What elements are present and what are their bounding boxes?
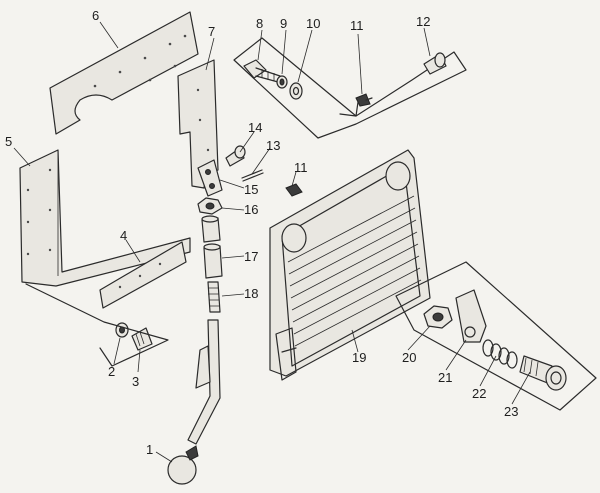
callout-frame-8-12	[233, 37, 467, 139]
part-4-strip	[99, 241, 187, 309]
part-7-bracket	[177, 59, 219, 189]
part-19-grille	[269, 149, 431, 381]
part-18-rod	[207, 281, 221, 313]
label-12: 12	[416, 14, 430, 29]
label-20: 20	[402, 350, 416, 365]
part-1-lever	[167, 319, 221, 485]
label-2: 2	[108, 364, 115, 379]
label-10: 10	[306, 16, 320, 31]
label-16: 16	[244, 202, 258, 217]
callout-frame-20-23	[395, 261, 597, 411]
label-22: 22	[472, 386, 486, 401]
part-9-washer	[276, 75, 288, 89]
part-15-yoke	[197, 159, 223, 197]
label-19: 19	[352, 350, 366, 365]
label-17: 17	[244, 249, 258, 264]
part-10-washer	[289, 82, 303, 100]
label-3: 3	[132, 374, 139, 389]
label-6: 6	[92, 8, 99, 23]
label-8: 8	[256, 16, 263, 31]
label-1: 1	[146, 442, 153, 457]
label-13: 13	[266, 138, 280, 153]
part-11-clip-lower	[285, 183, 303, 197]
leader-lines	[13, 21, 531, 463]
part-20-nut	[423, 305, 453, 329]
part-8-bolt	[243, 59, 281, 83]
part-17-sleeve	[201, 215, 223, 279]
label-14: 14	[248, 120, 262, 135]
part-21-bracket	[455, 289, 487, 343]
label-18: 18	[244, 286, 258, 301]
part-13-cotter	[241, 169, 264, 182]
label-9: 9	[280, 16, 287, 31]
label-21: 21	[438, 370, 452, 385]
part-5-side-panel	[19, 149, 191, 287]
part-23-bolt	[519, 355, 567, 391]
part-2-washer	[115, 322, 129, 338]
label-7: 7	[208, 24, 215, 39]
part-12-pin	[423, 52, 447, 75]
label-11-lower: 11	[294, 160, 308, 175]
label-15: 15	[244, 182, 258, 197]
part-11-clip-upper	[339, 93, 373, 117]
label-4: 4	[120, 228, 127, 243]
label-23: 23	[504, 404, 518, 419]
part-22-spring	[482, 339, 518, 369]
label-11-upper: 11	[350, 18, 364, 33]
part-16-nut	[197, 197, 223, 215]
label-5: 5	[5, 134, 12, 149]
part-6-top-panel	[49, 11, 199, 135]
callout-frame-2-3	[25, 283, 169, 367]
